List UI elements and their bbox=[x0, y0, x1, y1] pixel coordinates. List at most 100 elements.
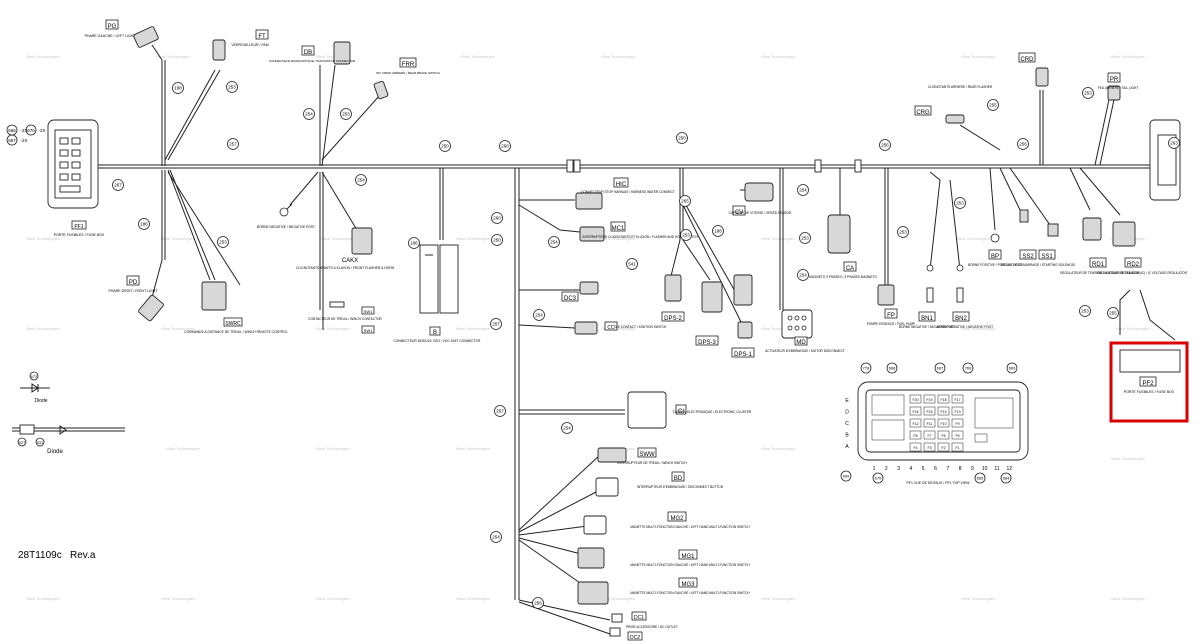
wire-id-tag: 253 bbox=[799, 232, 811, 244]
mc1-connector bbox=[579, 221, 626, 242]
svg-text:254: 254 bbox=[535, 313, 543, 318]
fuse-col-label: 8 bbox=[959, 466, 962, 472]
fuse-col-label: 7 bbox=[946, 466, 949, 472]
watermark-33: +Best Technologies bbox=[315, 596, 350, 601]
pf1-id-3: 670 bbox=[27, 128, 35, 133]
watermark-23: +Best Technologies bbox=[1115, 326, 1150, 331]
wire-id-tag: 257 bbox=[227, 138, 239, 150]
pf1-label: PORTE FUSIBLES / FUSE BOX bbox=[54, 233, 105, 237]
ss2-label: RELAIS DE DEMARRAGE / STARTING SOLENOID bbox=[1001, 263, 1076, 267]
svg-text:253: 253 bbox=[1081, 309, 1089, 314]
wire-id-tag: 254 bbox=[490, 531, 502, 543]
svg-text:665: 665 bbox=[977, 476, 984, 481]
wire-id-tag: 256 bbox=[532, 597, 544, 609]
watermark-34: +Best Technologies bbox=[455, 596, 490, 601]
pr-code: PR bbox=[1110, 77, 1119, 83]
ci-connector bbox=[627, 391, 687, 429]
fuse-slot bbox=[923, 406, 936, 416]
mg3-connector bbox=[577, 577, 698, 605]
swrc-label: COMMANDE A DISTANCE DE TREUIL / WINCH RE… bbox=[184, 330, 288, 334]
rd2-label: REGULATEUR DE TENSION (IC) / IC VOLTAGE … bbox=[1097, 271, 1187, 275]
svg-text:999: 999 bbox=[843, 474, 850, 479]
pf1-id-4: -2X bbox=[20, 128, 27, 133]
swrc-code: SWRC bbox=[225, 321, 241, 327]
watermark-11: +Best Technologies bbox=[455, 236, 490, 241]
md-code: MD bbox=[796, 340, 806, 346]
pd-label: PHARE DROIT / RIGHT LIGHT bbox=[109, 289, 159, 293]
md-label: ACTIVATEUR D'EMBRAYAGE / MOTOR DISCONNEC… bbox=[765, 349, 845, 353]
sw1-label: CONTACTEUR DE TREUIL / WINCH CONTACTOR bbox=[308, 317, 382, 321]
svg-text:253: 253 bbox=[228, 85, 236, 90]
fuse-callout: 667 bbox=[934, 362, 946, 374]
watermark-4: +Best Technologies bbox=[600, 54, 635, 59]
pg-connector bbox=[105, 19, 159, 48]
wire-id-tag: 256 bbox=[879, 139, 891, 151]
wire-id-tag: 253 bbox=[897, 226, 909, 238]
wire-id-tag: 260 bbox=[499, 140, 511, 152]
svg-text:254: 254 bbox=[563, 426, 571, 431]
fuse-row-label: B bbox=[845, 433, 849, 439]
fuse-callout: 769 bbox=[962, 362, 974, 374]
mg1-label: MANETTE MULTI-FONCTION GAUCHE / LEFT HAN… bbox=[630, 563, 750, 567]
svg-text:667: 667 bbox=[937, 366, 944, 371]
svg-text:255: 255 bbox=[989, 103, 997, 108]
mg1-code: MG1 bbox=[681, 554, 695, 560]
cc-connector bbox=[574, 321, 618, 335]
svg-text:254: 254 bbox=[799, 188, 807, 193]
b-label: CONNECTEUR MODULE VDO / VDO UNIT CONNECT… bbox=[394, 339, 482, 343]
sww-label: INTERRUPTEUR DE TREUIL / WINCH SWITCH bbox=[617, 461, 687, 465]
watermark-3: +Best Technologies bbox=[460, 54, 495, 59]
frr-label: INT. FREIN ARRIERE / REAR BRAKE SWITCH bbox=[376, 71, 440, 75]
svg-text:254: 254 bbox=[550, 240, 558, 245]
svg-text:188: 188 bbox=[714, 229, 722, 234]
fuse-slot bbox=[909, 406, 922, 416]
watermark-17: +Best Technologies bbox=[160, 326, 195, 331]
hic-label: CONNECTEUR STOP HARNAIS / HARNESS WATER … bbox=[581, 190, 675, 194]
fuse-callout: 999 bbox=[840, 470, 852, 482]
db-code: DB bbox=[304, 50, 312, 56]
fuse-slot-label: F11 bbox=[927, 422, 933, 426]
ca-label: MAGNETO 3 PHASES / 3 PHASES MAGNETO bbox=[809, 275, 877, 279]
wire-id-tag: 250 bbox=[676, 132, 688, 144]
fuse-callout: 778 bbox=[860, 362, 872, 374]
fuse-slot bbox=[909, 430, 922, 440]
svg-text:254: 254 bbox=[799, 273, 807, 278]
bn-posts bbox=[918, 264, 970, 322]
watermark-31: +Best Technologies bbox=[25, 596, 60, 601]
wire-id-tag: 254 bbox=[303, 108, 315, 120]
fuse-slot-label: F10 bbox=[940, 422, 946, 426]
fuse-col-label: 5 bbox=[922, 466, 925, 472]
diode2-id-2: 531 bbox=[37, 440, 44, 445]
wire-id-tag: 253 bbox=[680, 229, 692, 241]
wire-id-tag: 254 bbox=[797, 184, 809, 196]
fuse-slot bbox=[951, 430, 964, 440]
svg-text:669: 669 bbox=[1009, 366, 1016, 371]
pf2-fuse-box bbox=[1109, 341, 1189, 423]
fuse-col-label: 11 bbox=[994, 466, 999, 472]
ss1-code: SS1 bbox=[1041, 254, 1053, 260]
svg-text:668: 668 bbox=[889, 366, 896, 371]
svg-text:254: 254 bbox=[357, 178, 365, 183]
wire-id-tag: 541 bbox=[626, 258, 638, 270]
fuse-col-label: 9 bbox=[971, 466, 974, 472]
fuse-slot-label: F15 bbox=[926, 410, 932, 414]
dc1-code: DC1 bbox=[634, 615, 644, 621]
watermark-22: +Best Technologies bbox=[960, 326, 995, 331]
wire-id-tag: 254 bbox=[797, 269, 809, 281]
wire-id-tag: 253 bbox=[1082, 87, 1094, 99]
db-connector bbox=[301, 41, 351, 65]
fp-connector bbox=[877, 284, 898, 319]
ss-relays bbox=[1019, 209, 1059, 260]
svg-text:263: 263 bbox=[1170, 141, 1178, 146]
fuse-callout: 669 bbox=[1006, 362, 1018, 374]
rear-connectors bbox=[914, 52, 1121, 124]
wire-id-tag: 196 bbox=[408, 237, 420, 249]
ca-code: CA bbox=[846, 266, 854, 272]
fuse-slot-label: F13 bbox=[954, 410, 960, 414]
ground-label: BORNE NEGATIVE / NEGATIVE POST bbox=[257, 225, 315, 229]
fuse-slot bbox=[937, 442, 950, 452]
svg-text:253: 253 bbox=[801, 236, 809, 241]
dc3-code: DC3 bbox=[564, 296, 577, 302]
wire-id-tag: 254 bbox=[548, 236, 560, 248]
fuse-slot-label: F19 bbox=[926, 398, 932, 402]
